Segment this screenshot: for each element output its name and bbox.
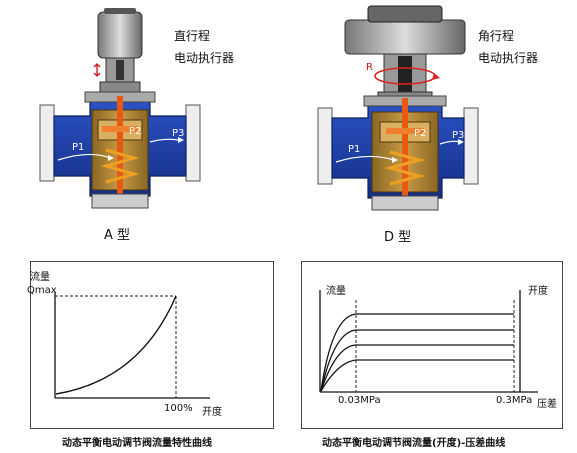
chart-right-xlabel: 压差: [537, 399, 557, 410]
chart-left-xtick: 100%: [164, 403, 193, 414]
valve-a-p3: P3: [172, 128, 185, 139]
valve-a-p2: P2: [129, 126, 142, 137]
chart-left-ymax: Qmax: [27, 285, 57, 296]
chart-left: [54, 292, 210, 399]
chart-right-curve-4: [320, 359, 514, 392]
valve-d-actuator: [344, 5, 466, 101]
valve-d-rotation-label: R: [366, 62, 373, 73]
valve-a-actuator: [93, 8, 143, 93]
valve-d-body: [317, 95, 479, 211]
valve-d-actuator-label-1: 角行程: [478, 29, 515, 43]
chart-right: [319, 290, 538, 393]
chart-left-frame: [30, 261, 274, 429]
valve-a-p1: P1: [72, 142, 85, 153]
valve-a-actuator-label-1: 直行程: [174, 29, 211, 43]
chart-left-caption: 动态平衡电动调节阀流量特性曲线: [62, 438, 212, 449]
chart-right-frame: [301, 261, 563, 429]
valve-a-caption: A 型: [104, 228, 131, 243]
chart-right-ylabel: 流量: [326, 286, 346, 297]
chart-left-curve: [55, 295, 177, 395]
chart-right-xtick-1: 0.03MPa: [338, 395, 381, 406]
chart-left-ylabel: 流量: [30, 272, 50, 283]
chart-right-caption: 动态平衡电动调节阀流量(开度)-压差曲线: [322, 438, 506, 449]
valve-a-actuator-label-2: 电动执行器: [174, 51, 235, 65]
chart-right-ylabel-right: 开度: [528, 286, 548, 297]
valve-d-actuator-label-2: 电动执行器: [478, 51, 539, 65]
chart-right-curve-2: [320, 329, 514, 392]
chart-right-curve-1: [320, 313, 514, 392]
chart-right-xtick-2: 0.3MPa: [496, 395, 533, 406]
valve-d-p2: P2: [414, 128, 427, 139]
valve-d-caption: D 型: [384, 230, 412, 245]
valve-a-body: [39, 91, 201, 209]
chart-right-curve-3: [320, 344, 514, 392]
valve-d-p3: P3: [452, 130, 465, 141]
chart-left-xlabel: 开度: [202, 407, 222, 418]
valve-d-p1: P1: [348, 144, 361, 155]
